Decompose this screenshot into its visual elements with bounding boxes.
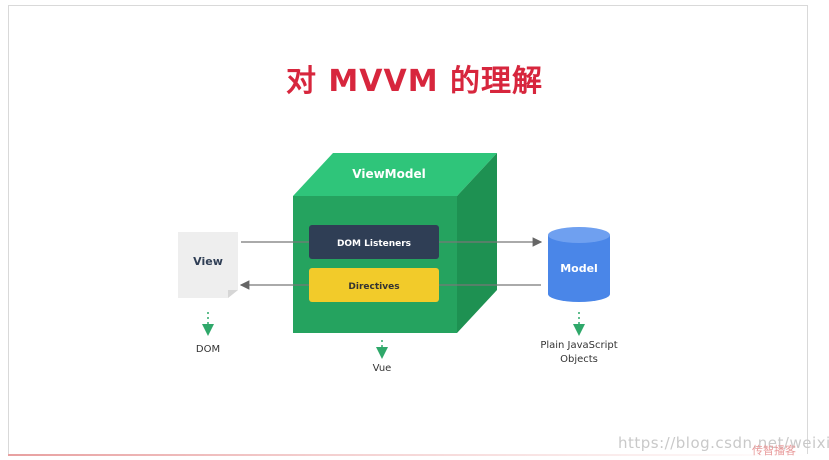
slide-bottom-rule <box>8 454 808 456</box>
dom-caption: DOM <box>196 344 220 355</box>
view-label: View <box>193 255 223 268</box>
viewmodel-cube: ViewModel <box>293 153 497 333</box>
page-title: 对 MVVM 的理解 <box>285 64 544 99</box>
model-cylinder: Model <box>548 227 610 302</box>
view-document: View <box>178 232 238 298</box>
cylinder-body <box>548 235 610 294</box>
vue-caption: Vue <box>373 363 392 374</box>
cylinder-top <box>548 227 610 243</box>
cube-top-face <box>293 153 497 196</box>
cube-front-face <box>293 196 457 333</box>
cube-side-face <box>457 153 497 333</box>
cylinder-bottom <box>548 286 610 302</box>
plain-objects-caption-line2: Objects <box>560 354 598 365</box>
csdn-watermark: https://blog.csdn.net/weixin_ <box>618 434 829 452</box>
dom-listeners-box <box>309 225 439 259</box>
view-doc-shape <box>178 232 238 298</box>
directives-label: Directives <box>348 282 399 292</box>
plain-objects-caption-line1: Plain JavaScript <box>540 340 617 351</box>
directives-box <box>309 268 439 302</box>
model-label: Model <box>560 262 598 275</box>
view-doc-fold <box>228 290 238 298</box>
brand-logo: 传智播客 <box>752 444 796 457</box>
dom-listeners-label: DOM Listeners <box>337 239 411 249</box>
viewmodel-label: ViewModel <box>352 167 425 181</box>
